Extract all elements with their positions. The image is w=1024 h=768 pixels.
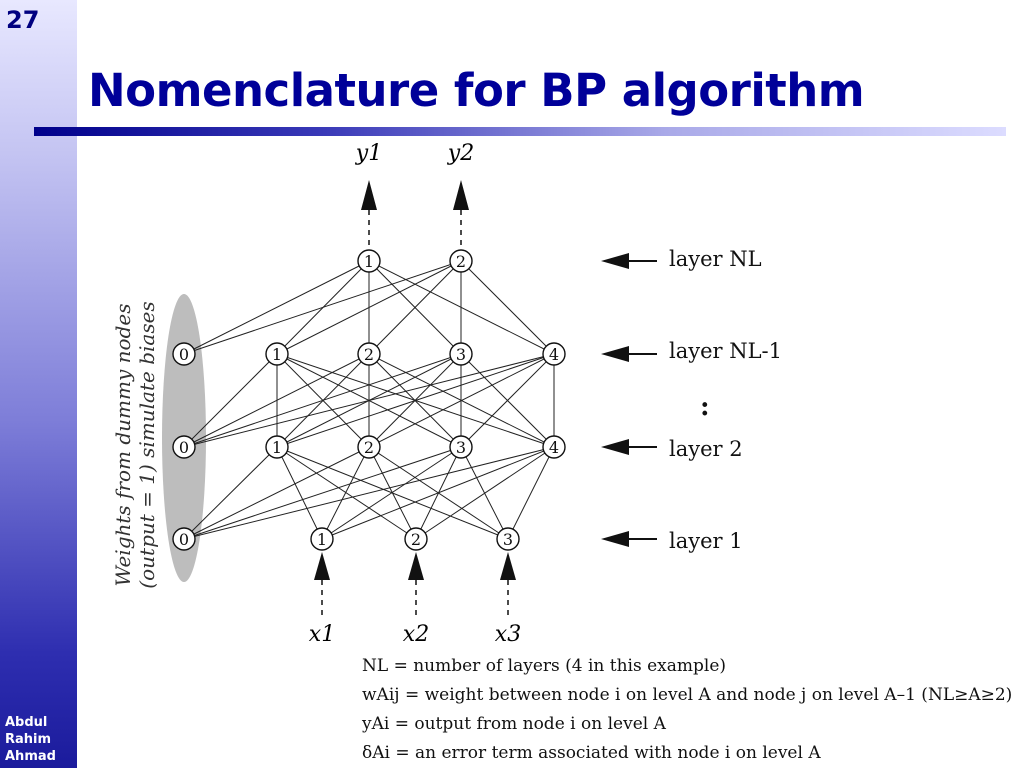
node-output-2: 2: [449, 249, 473, 273]
output-label-y1: y1: [355, 141, 382, 166]
connection-line: [276, 446, 323, 540]
output-label-y2: y2: [447, 141, 474, 166]
input-arrow-x2: [408, 552, 424, 616]
network-diagram: Weights from dummy nodes (output = 1) si…: [111, 141, 782, 647]
node-hidden-2-1: 1: [265, 435, 289, 459]
svg-text:1: 1: [272, 345, 282, 364]
layer-pointer-arrow: [601, 439, 657, 455]
connection-line: [183, 446, 462, 540]
node-input-1: 1: [310, 527, 334, 551]
node-hidden-2-2: 2: [357, 435, 381, 459]
input-arrow-x3: [500, 552, 516, 616]
sidebar-bar: [0, 0, 77, 768]
node-hidden-top-0: 0: [172, 342, 196, 366]
connection-line: [276, 260, 462, 355]
connection-line: [460, 353, 555, 448]
connection-line: [183, 446, 278, 540]
io-arrows: [314, 180, 516, 616]
layer-label-output: layer NL: [669, 247, 762, 271]
node-hidden-2-0: 0: [172, 435, 196, 459]
connection-line: [507, 446, 555, 540]
connection-line: [368, 353, 555, 448]
connection-line: [276, 353, 555, 448]
svg-text:0: 0: [179, 345, 189, 364]
legend: NL = number of layers (4 in this example…: [362, 652, 1012, 768]
connection-line: [183, 353, 278, 448]
svg-text:2: 2: [364, 345, 374, 364]
input-label-x2: x2: [403, 622, 429, 647]
layer-pointer-arrow: [601, 346, 657, 362]
input-label-x1: x1: [309, 622, 335, 647]
node-hidden-top-1: 1: [265, 342, 289, 366]
connection-lines: [183, 260, 555, 540]
layer-pointer-arrow: [601, 253, 657, 269]
network-nodes: 1 2 0 1 2 3 4 0 1 2 3 4 0 1 2 3: [172, 249, 566, 551]
svg-text:2: 2: [411, 530, 421, 549]
layer-pointer-arrows: [601, 253, 657, 547]
connection-line: [321, 446, 462, 540]
author-middle-name: Rahim: [5, 732, 52, 747]
layer-label-input: layer 1: [669, 529, 743, 553]
author-first-name: Abdul: [5, 715, 48, 730]
node-input-2: 2: [404, 527, 428, 551]
input-label-x3: x3: [495, 622, 521, 647]
svg-text:2: 2: [456, 252, 466, 271]
legend-item-weight: wAij = weight between node i on level A …: [362, 685, 1013, 705]
output-arrow-y1: [361, 180, 377, 249]
legend-item-nl: NL = number of layers (4 in this example…: [362, 656, 727, 676]
connection-line: [183, 446, 370, 540]
layer-label-hidden-2: layer 2: [669, 437, 743, 461]
connection-line: [183, 353, 370, 448]
legend-item-output: yAi = output from node i on level A: [362, 714, 666, 734]
author-name: Abdul Rahim Ahmad: [5, 714, 75, 765]
connection-line: [183, 446, 555, 540]
connection-line: [368, 446, 417, 540]
connection-line: [321, 446, 370, 540]
connection-line: [183, 353, 555, 448]
node-hidden-top-3: 3: [449, 342, 473, 366]
legend-item-error: δAi = an error term associated with node…: [362, 743, 821, 763]
svg-text:1: 1: [317, 530, 327, 549]
connection-line: [183, 260, 370, 355]
layer-ellipsis: :: [700, 392, 710, 422]
svg-text:2: 2: [364, 438, 374, 457]
bias-caption-line2: (output = 1) simulate biases: [135, 301, 159, 588]
connection-line: [460, 260, 555, 355]
svg-text:0: 0: [179, 438, 189, 457]
connection-line: [368, 260, 462, 355]
slide-title: Nomenclature for BP algorithm: [88, 64, 865, 117]
node-output-1: 1: [357, 249, 381, 273]
connection-line: [183, 260, 462, 355]
output-arrow-y2: [453, 180, 469, 249]
svg-text:0: 0: [179, 530, 189, 549]
bias-caption-line1: Weights from dummy nodes: [111, 304, 135, 587]
node-input-0: 0: [172, 527, 196, 551]
page-number: 27: [6, 6, 40, 34]
connection-line: [321, 446, 555, 540]
connection-line: [183, 353, 462, 448]
connection-line: [276, 446, 417, 540]
layer-label-hidden-top: layer NL-1: [669, 339, 782, 363]
input-arrow-x1: [314, 552, 330, 616]
node-hidden-2-4: 4: [542, 435, 566, 459]
svg-text:4: 4: [549, 438, 559, 457]
layer-pointer-arrow: [601, 531, 657, 547]
node-hidden-top-4: 4: [542, 342, 566, 366]
node-hidden-top-2: 2: [357, 342, 381, 366]
connection-line: [415, 446, 555, 540]
svg-text:1: 1: [364, 252, 374, 271]
svg-text:1: 1: [272, 438, 282, 457]
svg-text:3: 3: [503, 530, 513, 549]
title-underline: [34, 127, 1006, 136]
node-input-3: 3: [496, 527, 520, 551]
author-last-name: Ahmad: [5, 749, 56, 764]
svg-text:4: 4: [549, 345, 559, 364]
node-hidden-2-3: 3: [449, 435, 473, 459]
svg-text:3: 3: [456, 438, 466, 457]
svg-text:3: 3: [456, 345, 466, 364]
